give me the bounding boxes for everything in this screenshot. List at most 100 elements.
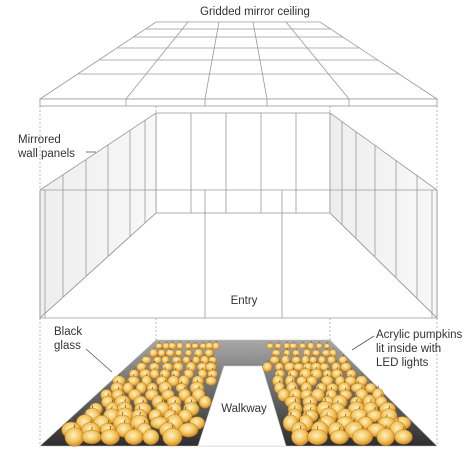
pumpkin-stem — [317, 426, 319, 430]
ceiling-edge — [39, 98, 438, 107]
pumpkin-stem — [117, 387, 120, 390]
pumpkin-stem — [298, 418, 301, 422]
pumpkin-stem — [106, 386, 108, 390]
pumpkin — [205, 376, 217, 386]
pumpkin-stem — [377, 385, 379, 389]
pumpkin-stem — [212, 354, 214, 357]
pumpkin-stem — [309, 393, 311, 396]
pumpkin — [198, 395, 212, 409]
pumpkin-stem — [301, 374, 303, 377]
pumpkin — [292, 349, 301, 357]
pumpkin — [289, 342, 298, 350]
mirror-ceiling — [38, 21, 439, 107]
pumpkin-stem — [91, 405, 94, 409]
pumpkin-stem — [134, 386, 136, 390]
pumpkin-stem — [279, 379, 281, 383]
pumpkin — [269, 355, 280, 365]
walls-label-line2: wall panels — [17, 148, 75, 160]
pumpkin-stem — [202, 367, 204, 370]
pumpkin-stem — [319, 417, 321, 422]
pumpkin — [274, 343, 282, 350]
pumpkin — [212, 342, 220, 350]
pumpkin-stem — [306, 347, 308, 350]
pumpkin-stem — [315, 360, 318, 363]
pumpkin-stem — [165, 341, 167, 343]
pumpkin-stem — [84, 411, 86, 415]
pumpkin — [168, 342, 177, 350]
pumpkin-stem — [90, 419, 92, 423]
pumpkin-stem — [298, 361, 300, 364]
pumpkin-stem — [107, 393, 109, 397]
pumpkin-stem — [183, 373, 185, 376]
pumpkin-stem — [326, 341, 328, 344]
pumpkin-stem — [190, 399, 193, 403]
pumpkin-stem — [362, 425, 364, 430]
pumpkin — [174, 349, 183, 357]
pumpkin-stem — [150, 426, 152, 430]
pumpkin — [271, 349, 281, 357]
pumpkin-stem — [122, 412, 124, 416]
pumpkin — [184, 349, 193, 357]
pumpkin-stem — [309, 400, 312, 403]
ceiling-outline — [38, 21, 439, 100]
pumpkin — [315, 342, 323, 350]
pumpkin-stem — [345, 360, 347, 363]
pumpkin-stem — [324, 398, 327, 402]
pumpkin-stem — [111, 399, 114, 403]
pumpkin-stem — [209, 340, 211, 343]
pumpkin-stem — [278, 360, 281, 363]
pumpkin-stem — [274, 354, 276, 357]
pumpkin-stem — [356, 399, 358, 402]
pumpkin-stem — [204, 393, 207, 396]
pumpkin — [208, 356, 217, 364]
pumpkin-stem — [91, 426, 93, 431]
pumpkin — [100, 429, 120, 446]
pumpkins-callout: Acrylic pumpkins lit inside with LED lig… — [351, 329, 463, 369]
pumpkin-stem — [71, 418, 73, 423]
pumpkin-stem — [127, 380, 129, 383]
guide-lines — [39, 106, 438, 445]
pumpkin — [184, 342, 192, 350]
pumpkin-stem — [397, 417, 399, 422]
pumpkin-stem — [174, 400, 176, 403]
pumpkin-stem — [190, 360, 192, 363]
pumpkin — [142, 429, 160, 445]
pumpkin-stem — [142, 400, 144, 403]
pumpkin-stem — [286, 341, 288, 344]
pumpkin-stem — [330, 386, 333, 390]
pumpkin-stem — [169, 347, 172, 350]
pumpkin — [81, 429, 102, 445]
pumpkin-stem — [174, 411, 176, 415]
pumpkin-stem — [327, 393, 329, 397]
pumpkin-stem — [305, 379, 308, 383]
pumpkin-stem — [165, 354, 167, 357]
pumpkin-stem — [154, 360, 156, 363]
pumpkin-stem — [186, 354, 188, 357]
pumpkin — [262, 361, 273, 373]
pumpkin-stem — [188, 348, 190, 350]
pumpkin-stem — [215, 340, 217, 343]
pumpkin-stem — [133, 374, 135, 377]
pumpkin-stem — [312, 354, 315, 357]
pumpkin-stem — [336, 367, 338, 370]
pumpkin-stem — [144, 419, 146, 423]
pumpkin — [124, 429, 144, 445]
pumpkin-stem — [292, 367, 294, 370]
pumpkin-stem — [175, 367, 177, 371]
pumpkin-stem — [188, 419, 190, 423]
pumpkin-stem — [388, 405, 390, 409]
walls-callout: Mirrored wall panels — [17, 134, 96, 160]
pumpkin-stem — [178, 348, 180, 350]
pumpkin-stem — [198, 385, 200, 389]
pumpkin-stem — [176, 354, 178, 357]
pumpkin-stem — [187, 341, 190, 343]
pumpkin-stem — [305, 411, 307, 415]
pumpkin-stem — [208, 347, 211, 350]
pumpkin-stem — [286, 348, 288, 350]
pumpkin-stem — [385, 425, 387, 429]
pumpkin-stem — [141, 360, 143, 363]
pumpkin — [376, 428, 395, 446]
pumpkin-stem — [285, 353, 287, 356]
pumpkin-stem — [283, 386, 285, 389]
